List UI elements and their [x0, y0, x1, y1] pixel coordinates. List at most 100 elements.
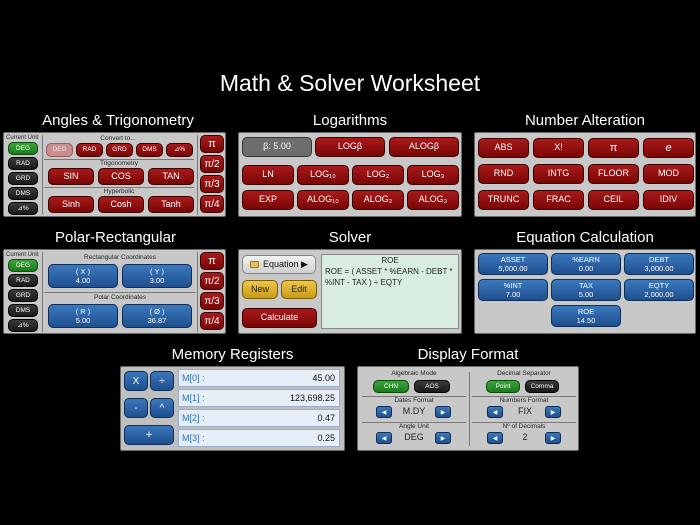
memory-register-1[interactable]: M[1] : 123,698.25	[178, 389, 340, 407]
multiply-button[interactable]: X	[124, 371, 148, 391]
dates-next-button[interactable]: ▶	[435, 406, 451, 418]
angle-prev-button[interactable]: ◀	[376, 432, 392, 444]
hyperbolic-label: Hyperbolic	[103, 188, 135, 195]
idiv-button[interactable]: IDIV	[643, 190, 694, 210]
unit-rad-button[interactable]: RAD	[8, 157, 38, 170]
sinh-button[interactable]: Sinh	[48, 196, 94, 213]
rnd-button[interactable]: RND	[478, 164, 529, 184]
var-value: 5,000.00	[498, 264, 528, 273]
add-button[interactable]: +	[124, 425, 174, 445]
convert-dms-button[interactable]: DMS	[136, 143, 163, 157]
alog-beta-button[interactable]: ALOGβ	[389, 137, 459, 157]
var-earn-button[interactable]: %EARN 0.00	[551, 253, 621, 275]
convert-grd-button[interactable]: GRD	[106, 143, 133, 157]
unit-deg-button[interactable]: DEG	[8, 259, 38, 272]
pi-quarter-button[interactable]: π/4	[200, 312, 224, 330]
x-value: 4.00	[75, 276, 91, 285]
beta-display[interactable]: β: 5.00	[242, 137, 312, 157]
unit-dms-button[interactable]: DMS	[8, 304, 38, 317]
unit-rad-button[interactable]: RAD	[8, 274, 38, 287]
subtract-button[interactable]: -	[124, 398, 148, 418]
pi-half-button[interactable]: π/2	[200, 155, 224, 173]
phi-coordinate-button[interactable]: ( Ø ) 36.87	[122, 304, 192, 328]
unit-dms-button[interactable]: DMS	[8, 187, 38, 200]
e-constant-button[interactable]: e	[643, 138, 694, 158]
dates-format-label: Dates Format	[394, 397, 434, 404]
pi-button[interactable]: π	[200, 135, 224, 153]
calculate-button[interactable]: Calculate	[242, 308, 317, 328]
register-key: M[0] :	[182, 373, 205, 383]
dates-prev-button[interactable]: ◀	[376, 406, 392, 418]
log-beta-button[interactable]: LOGβ	[315, 137, 385, 157]
mod-button[interactable]: MOD	[643, 164, 694, 184]
unit-percent-button[interactable]: ⊿%	[8, 319, 38, 332]
convert-rad-button[interactable]: RAD	[76, 143, 103, 157]
current-unit-label: Current Unit	[6, 252, 39, 258]
y-coordinate-button[interactable]: ( Y ) 3.00	[122, 264, 192, 288]
log10-button[interactable]: LOG₁₀	[297, 165, 349, 185]
var-name: ROE	[577, 306, 595, 316]
alog3-button[interactable]: ALOG₃	[407, 190, 459, 210]
alg-aos-option[interactable]: AOS	[414, 380, 450, 393]
var-int-button[interactable]: %INT 7.00	[478, 279, 548, 301]
exp-button[interactable]: EXP	[242, 190, 294, 210]
pi-constant-button[interactable]: π	[588, 138, 639, 158]
unit-percent-button[interactable]: ⊿%	[8, 202, 38, 215]
unit-deg-button[interactable]: DEG	[8, 142, 38, 155]
alog10-button[interactable]: ALOG₁₀	[297, 190, 349, 210]
memory-register-0[interactable]: M[0] : 45.00	[178, 369, 340, 387]
floor-button[interactable]: FLOOR	[588, 164, 639, 184]
pi-button[interactable]: π	[200, 252, 224, 270]
cosh-button[interactable]: Cosh	[98, 196, 144, 213]
convert-deg-button[interactable]: DEG	[46, 143, 73, 157]
var-eqty-button[interactable]: EQTY 2,000.00	[624, 279, 694, 301]
var-name: %INT	[503, 280, 523, 290]
pi-quarter-button[interactable]: π/4	[200, 195, 224, 213]
equation-button-label: Equation ▶	[263, 258, 308, 269]
divide-button[interactable]: ÷	[150, 371, 174, 391]
unit-grd-button[interactable]: GRD	[8, 172, 38, 185]
equation-menu-button[interactable]: Equation ▶	[242, 255, 316, 274]
x-coordinate-button[interactable]: ( X ) 4.00	[48, 264, 118, 288]
decimals-next-button[interactable]: ▶	[545, 432, 561, 444]
power-button[interactable]: ^	[150, 398, 174, 418]
dec-point-option[interactable]: Point	[486, 380, 520, 393]
numbers-format-value: FIX	[517, 406, 532, 416]
memory-register-2[interactable]: M[2] : 0.47	[178, 409, 340, 427]
numfmt-next-button[interactable]: ▶	[545, 406, 561, 418]
edit-equation-button[interactable]: Edit	[281, 280, 317, 299]
var-asset-button[interactable]: ASSET 5,000.00	[478, 253, 548, 275]
pi-third-button[interactable]: π/3	[200, 175, 224, 193]
alg-chn-option[interactable]: CHN	[373, 380, 409, 393]
log2-button[interactable]: LOG₂	[352, 165, 404, 185]
unit-grd-button[interactable]: GRD	[8, 289, 38, 302]
decimals-prev-button[interactable]: ◀	[487, 432, 503, 444]
r-coordinate-button[interactable]: ( R ) 5.00	[48, 304, 118, 328]
new-equation-button[interactable]: New	[242, 280, 278, 299]
tan-button[interactable]: TAN	[148, 168, 194, 185]
ln-button[interactable]: LN	[242, 165, 294, 185]
dec-comma-option[interactable]: Comma	[525, 380, 559, 393]
cos-button[interactable]: COS	[98, 168, 144, 185]
tanh-button[interactable]: Tanh	[148, 196, 194, 213]
var-value: 0.00	[578, 264, 594, 273]
frac-button[interactable]: FRAC	[533, 190, 584, 210]
memory-register-3[interactable]: M[3] : 0.25	[178, 429, 340, 447]
numfmt-prev-button[interactable]: ◀	[487, 406, 503, 418]
pi-third-button[interactable]: π/3	[200, 292, 224, 310]
intg-button[interactable]: INTG	[533, 164, 584, 184]
var-debt-button[interactable]: DEBT 3,000.00	[624, 253, 694, 275]
alog2-button[interactable]: ALOG₂	[352, 190, 404, 210]
pi-half-button[interactable]: π/2	[200, 272, 224, 290]
var-roe-button[interactable]: ROE 14.50	[551, 305, 621, 327]
log3-button[interactable]: LOG₃	[407, 165, 459, 185]
ceil-button[interactable]: CEIL	[588, 190, 639, 210]
convert-percent-button[interactable]: ⊿%	[166, 143, 193, 157]
var-tax-button[interactable]: TAX 5.00	[551, 279, 621, 301]
angle-next-button[interactable]: ▶	[435, 432, 451, 444]
factorial-button[interactable]: X!	[533, 138, 584, 158]
var-name: ASSET	[500, 254, 526, 264]
trunc-button[interactable]: TRUNC	[478, 190, 529, 210]
abs-button[interactable]: ABS	[478, 138, 529, 158]
sin-button[interactable]: SIN	[48, 168, 94, 185]
